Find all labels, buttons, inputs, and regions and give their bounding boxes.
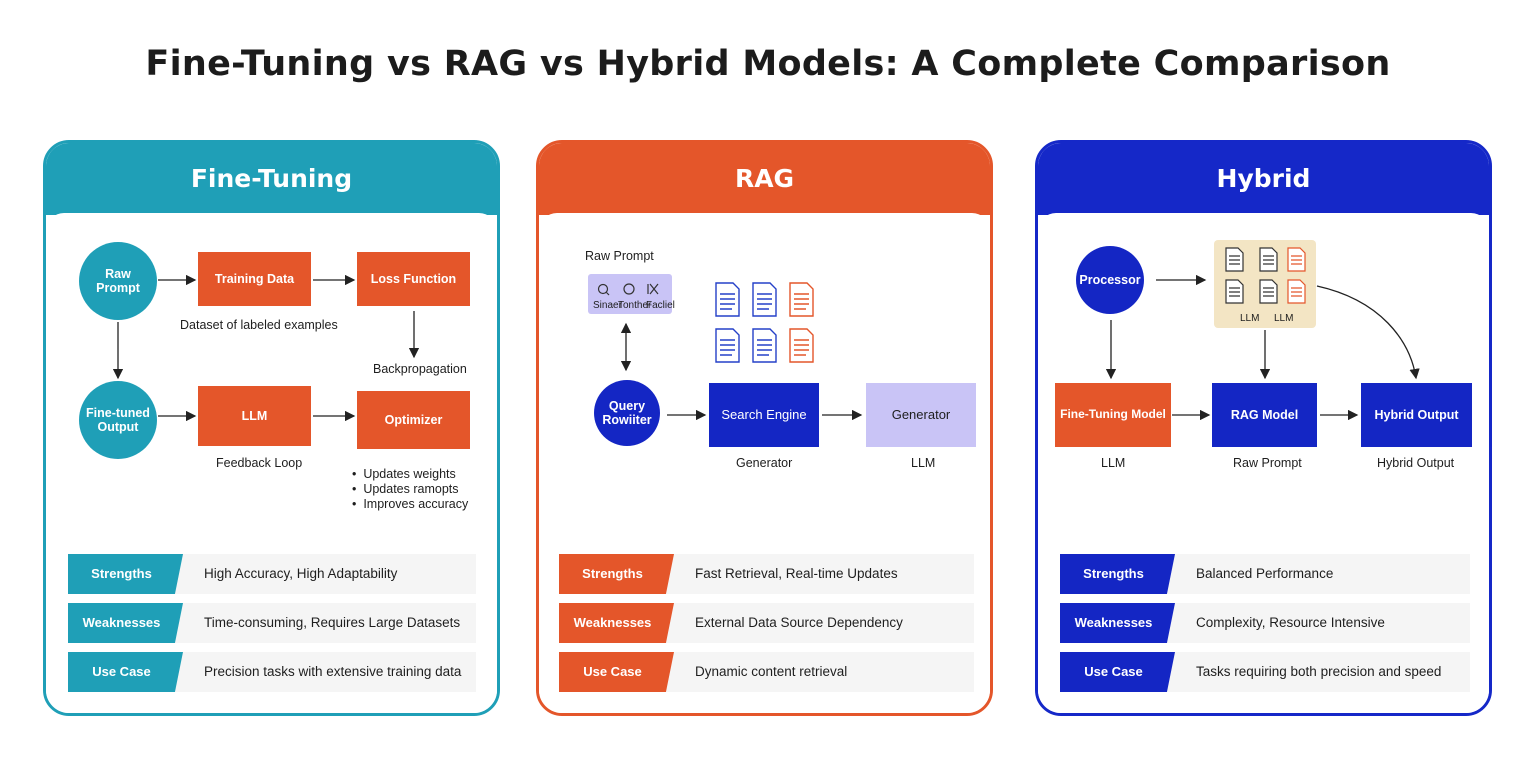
hy-use-case-tag: Use Case bbox=[1060, 652, 1175, 692]
fine-tuning-header: Fine-Tuning bbox=[46, 143, 497, 215]
rag-weaknesses-row: Weaknesses External Data Source Dependen… bbox=[559, 603, 974, 643]
hy-processor-node: Processor bbox=[1076, 246, 1144, 314]
ft-bullet-item: • Updates weights bbox=[352, 467, 456, 481]
ft-loss-function-node: Loss Function bbox=[357, 252, 470, 306]
hy-under-output-label: Hybrid Output bbox=[1377, 456, 1455, 470]
ft-use-case-value: Precision tasks with extensive training … bbox=[204, 664, 462, 679]
ft-use-case-row: Use Case Precision tasks with extensive … bbox=[68, 652, 476, 692]
rag-under-generator-label: LLM bbox=[911, 456, 936, 470]
page-title: Fine-Tuning vs RAG vs Hybrid Models: A C… bbox=[145, 44, 1391, 84]
rag-tools-icons bbox=[597, 283, 659, 296]
document-icon bbox=[752, 282, 777, 317]
hy-tray-documents bbox=[1225, 247, 1306, 304]
ft-bullet-item: • Updates ramopts bbox=[352, 482, 459, 496]
document-icon bbox=[715, 282, 740, 317]
ft-training-data-node: Training Data bbox=[198, 252, 311, 306]
hy-weaknesses-value: Complexity, Resource Intensive bbox=[1196, 615, 1385, 630]
ft-optimizer-node: Optimizer bbox=[357, 391, 470, 449]
rag-use-case-row: Use Case Dynamic content retrieval bbox=[559, 652, 974, 692]
ft-strengths-value: High Accuracy, High Adaptability bbox=[204, 566, 398, 581]
rag-strengths-value: Fast Retrieval, Real-time Updates bbox=[695, 566, 898, 581]
ft-strengths-row: Strengths High Accuracy, High Adaptabili… bbox=[68, 554, 476, 594]
rag-raw-prompt-label: Raw Prompt bbox=[585, 249, 654, 263]
rag-header: RAG bbox=[539, 143, 990, 215]
rag-strengths-tag: Strengths bbox=[559, 554, 674, 594]
hy-document-tray: LLM LLM bbox=[1214, 240, 1316, 328]
ft-bullet-list: • Updates weights • Updates ramopts • Im… bbox=[352, 467, 468, 512]
rag-tool-label: Tonther bbox=[618, 300, 652, 311]
rag-search-engine-node: Search Engine bbox=[709, 383, 819, 447]
document-icon bbox=[1259, 247, 1278, 272]
ft-raw-prompt-node: Raw Prompt bbox=[79, 242, 157, 320]
ft-weaknesses-value: Time-consuming, Requires Large Datasets bbox=[204, 615, 461, 630]
document-icon bbox=[1225, 279, 1244, 304]
document-icon bbox=[789, 282, 814, 317]
document-icon bbox=[789, 328, 814, 363]
hy-tray-label: LLM bbox=[1240, 313, 1260, 324]
rag-use-case-value: Dynamic content retrieval bbox=[695, 664, 848, 679]
hy-strengths-tag: Strengths bbox=[1060, 554, 1175, 594]
ft-backprop-label: Backpropagation bbox=[373, 362, 467, 376]
document-icon bbox=[1259, 279, 1278, 304]
rag-strengths-row: Strengths Fast Retrieval, Real-time Upda… bbox=[559, 554, 974, 594]
close-icon bbox=[647, 283, 659, 295]
hy-use-case-value: Tasks requiring both precision and speed bbox=[1196, 664, 1442, 679]
hy-weaknesses-tag: Weaknesses bbox=[1060, 603, 1175, 643]
rag-weaknesses-value: External Data Source Dependency bbox=[695, 615, 903, 630]
hy-fine-tuning-model-node: Fine-Tuning Model bbox=[1055, 383, 1171, 447]
rag-use-case-tag: Use Case bbox=[559, 652, 674, 692]
rag-tool-label: Facliel bbox=[646, 300, 675, 311]
rag-tools-box: Sinaer Tonther Facliel bbox=[588, 274, 675, 314]
hy-tray-label: LLM bbox=[1274, 313, 1294, 324]
ft-use-case-tag: Use Case bbox=[68, 652, 183, 692]
document-icon bbox=[752, 328, 777, 363]
hy-use-case-row: Use Case Tasks requiring both precision … bbox=[1060, 652, 1470, 692]
document-icon bbox=[1225, 247, 1244, 272]
hy-rag-model-node: RAG Model bbox=[1212, 383, 1317, 447]
hy-under-ft-label: LLM bbox=[1101, 456, 1126, 470]
rag-generator-node: Generator bbox=[866, 383, 976, 447]
ft-weaknesses-row: Weaknesses Time-consuming, Requires Larg… bbox=[68, 603, 476, 643]
ft-feedback-label: Feedback Loop bbox=[216, 456, 303, 470]
hybrid-header: Hybrid bbox=[1038, 143, 1489, 215]
ft-fine-tuned-output-node: Fine-tuned Output bbox=[79, 381, 157, 459]
hy-hybrid-output-node: Hybrid Output bbox=[1361, 383, 1472, 447]
hy-weaknesses-row: Weaknesses Complexity, Resource Intensiv… bbox=[1060, 603, 1470, 643]
ft-dataset-label: Dataset of labeled examples bbox=[180, 318, 338, 332]
rag-weaknesses-tag: Weaknesses bbox=[559, 603, 674, 643]
ft-llm-node: LLM bbox=[198, 386, 311, 446]
document-icon bbox=[715, 328, 740, 363]
document-icon bbox=[1287, 279, 1306, 304]
ft-bullet-item: • Improves accuracy bbox=[352, 497, 469, 511]
hy-under-rag-label: Raw Prompt bbox=[1233, 456, 1302, 470]
ft-weaknesses-tag: Weaknesses bbox=[68, 603, 183, 643]
hy-strengths-row: Strengths Balanced Performance bbox=[1060, 554, 1470, 594]
search-icon bbox=[597, 283, 609, 295]
rag-query-rewriter-node: Query Rowiiter bbox=[594, 380, 660, 446]
hy-strengths-value: Balanced Performance bbox=[1196, 566, 1334, 581]
rag-under-search-label: Generator bbox=[736, 456, 793, 470]
ft-strengths-tag: Strengths bbox=[68, 554, 183, 594]
document-icon bbox=[1287, 247, 1306, 272]
rag-documents bbox=[715, 282, 814, 363]
circle-icon bbox=[623, 283, 635, 295]
rag-tool-label: Sinaer bbox=[593, 300, 622, 311]
